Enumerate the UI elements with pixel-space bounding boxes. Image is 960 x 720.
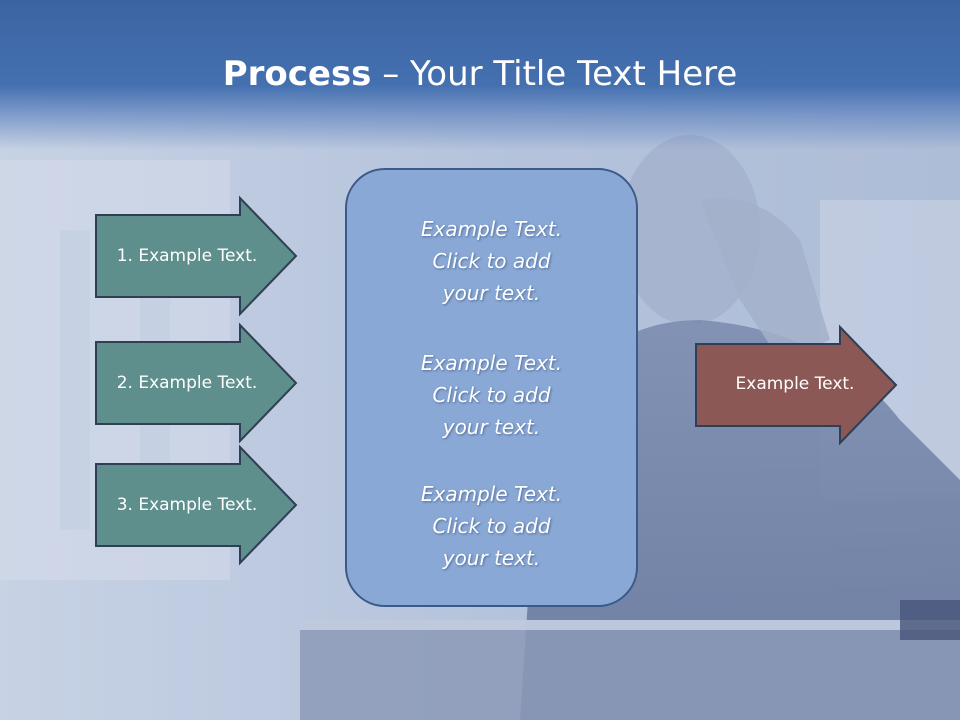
left-arrow-3-label: 3. Example Text.	[116, 495, 258, 515]
left-arrow-1[interactable]	[95, 195, 298, 317]
title-banner	[0, 0, 960, 150]
left-arrow-2[interactable]	[95, 322, 298, 444]
center-item-2: Example Text. Click to add your text.	[345, 347, 638, 443]
center-item-2-line1: Example Text.	[420, 351, 563, 375]
center-item-1-line1: Example Text.	[420, 217, 563, 241]
center-item-1-line2: Click to add	[432, 249, 551, 273]
center-text-box[interactable]	[345, 168, 638, 607]
center-item-1-line3: your text.	[442, 281, 541, 305]
slide-title[interactable]: Process – Your Title Text Here	[0, 52, 960, 96]
left-arrow-2-label: 2. Example Text.	[116, 373, 258, 393]
center-item-2-line3: your text.	[442, 415, 541, 439]
left-arrow-1-label: 1. Example Text.	[116, 246, 258, 266]
center-item-3-line1: Example Text.	[420, 482, 563, 506]
title-rest: – Your Title Text Here	[371, 54, 738, 94]
right-arrow[interactable]	[695, 324, 898, 446]
center-item-3-line2: Click to add	[432, 514, 551, 538]
center-item-3-line3: your text.	[442, 546, 541, 570]
left-arrow-3[interactable]	[95, 444, 298, 566]
center-item-2-line2: Click to add	[432, 383, 551, 407]
center-item-3: Example Text. Click to add your text.	[345, 478, 638, 574]
title-bold: Process	[222, 54, 372, 94]
center-item-1: Example Text. Click to add your text.	[345, 213, 638, 309]
right-arrow-label: Example Text.	[735, 374, 855, 394]
